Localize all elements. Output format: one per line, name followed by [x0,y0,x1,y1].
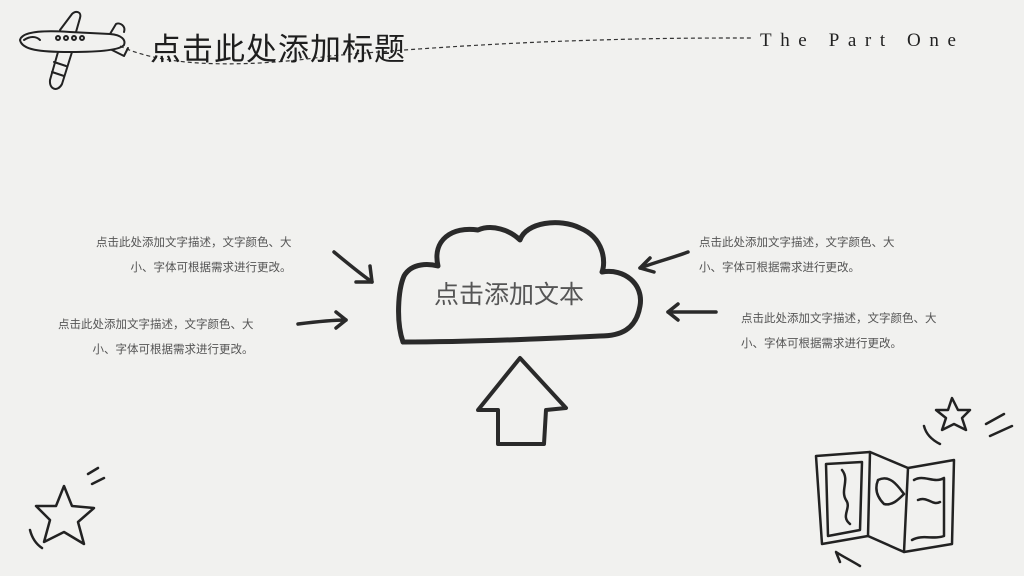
center-label[interactable]: 点击添加文本 [434,280,585,309]
airplane-icon [19,10,129,90]
page-title[interactable]: 点击此处添加标题 [150,32,406,68]
map-icon [814,450,956,568]
description-top-left[interactable]: 点击此处添加文字描述，文字颜色、大 小、字体可根据需求进行更改。 [96,230,292,280]
cloud-icon [396,220,643,345]
star-icon [28,466,106,550]
flight-path-dashed-line [119,37,753,65]
star-icon-small [922,396,1014,446]
description-line: 小、字体可根据需求进行更改。 [130,260,292,274]
description-line: 点击此处添加文字描述，文字颜色、大 [96,235,292,249]
part-label: The Part One [760,30,965,51]
description-line: 小、字体可根据需求进行更改。 [699,260,860,274]
description-line: 点击此处添加文字描述，文字颜色、大 [58,317,254,331]
description-line: 小、字体可根据需求进行更改。 [741,336,902,350]
description-top-right[interactable]: 点击此处添加文字描述，文字颜色、大 小、字体可根据需求进行更改。 [699,230,895,280]
description-line: 小、字体可根据需求进行更改。 [92,342,254,356]
arrow-top-left [332,250,374,284]
description-line: 点击此处添加文字描述，文字颜色、大 [741,311,937,325]
arrow-top-right [638,250,690,274]
arrow-bottom-right [666,302,718,322]
arrow-bottom-left [296,310,348,330]
description-bottom-right[interactable]: 点击此处添加文字描述，文字颜色、大 小、字体可根据需求进行更改。 [741,306,937,356]
description-line: 点击此处添加文字描述，文字颜色、大 [699,235,895,249]
description-bottom-left[interactable]: 点击此处添加文字描述，文字颜色、大 小、字体可根据需求进行更改。 [58,312,254,362]
up-arrow-icon [476,356,568,446]
